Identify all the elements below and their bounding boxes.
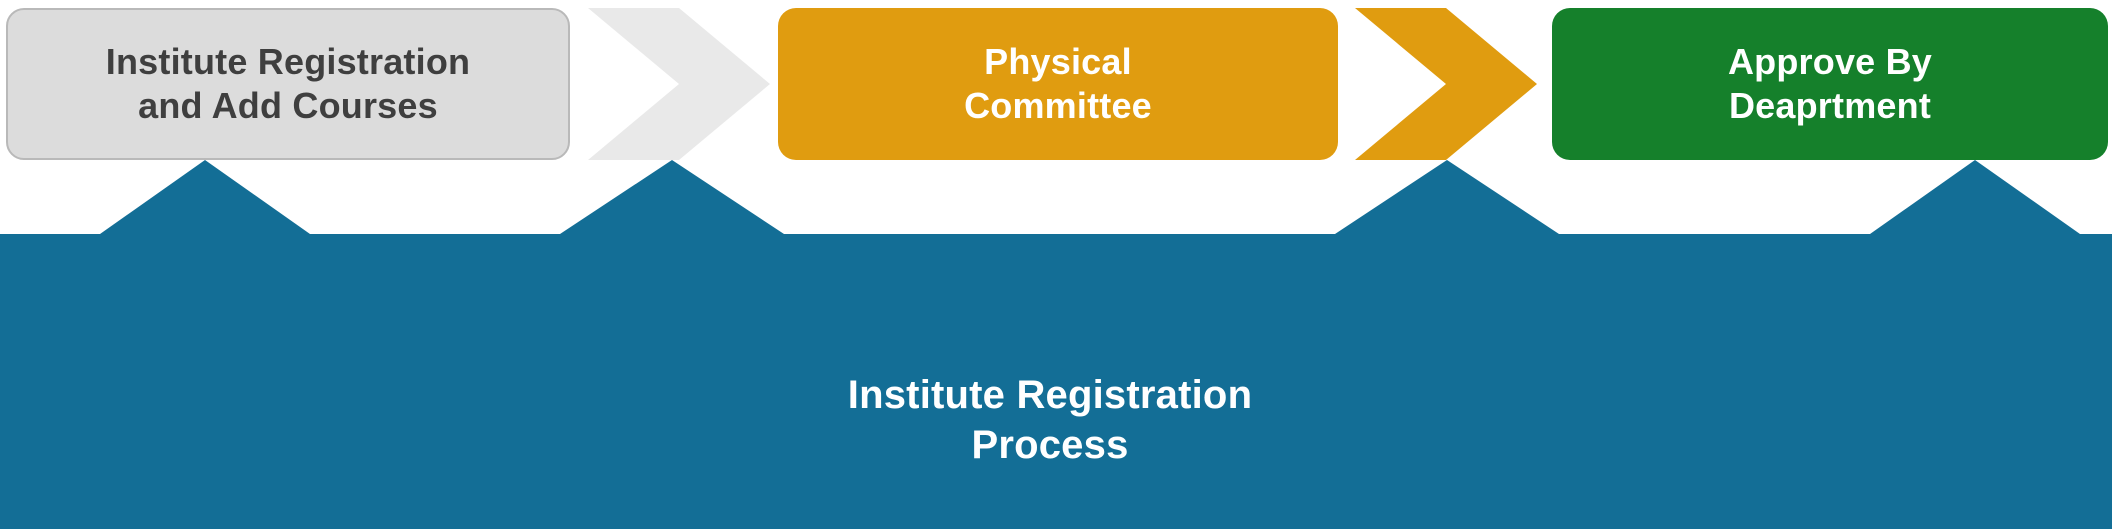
stage-2-label: Physical Committee: [964, 40, 1152, 128]
stage-3-label-line1: Approve By: [1727, 41, 1933, 83]
stage-3-label: Approve By Deaprtment: [1728, 40, 1932, 128]
stage-institute-registration-and-add-courses[interactable]: Institute Registration and Add Courses: [6, 8, 570, 160]
stage-2-label-line2: Committee: [964, 85, 1152, 126]
stage-1-label: Institute Registration and Add Courses: [106, 40, 470, 128]
connector-2-chevron-icon: [1355, 8, 1537, 160]
stage-1-label-line1: Institute Registration: [105, 41, 471, 83]
process-band: [0, 160, 2112, 529]
connector-1-chevron-icon: [588, 8, 770, 160]
stage-1-label-line2: and Add Courses: [138, 85, 438, 126]
stage-2-label-line1: Physical: [984, 41, 1132, 83]
stage-approve-by-deaprtment[interactable]: Approve By Deaprtment: [1552, 8, 2108, 160]
stage-physical-committee[interactable]: Physical Committee: [778, 8, 1338, 160]
stage-3-label-line2: Deaprtment: [1728, 85, 1932, 126]
